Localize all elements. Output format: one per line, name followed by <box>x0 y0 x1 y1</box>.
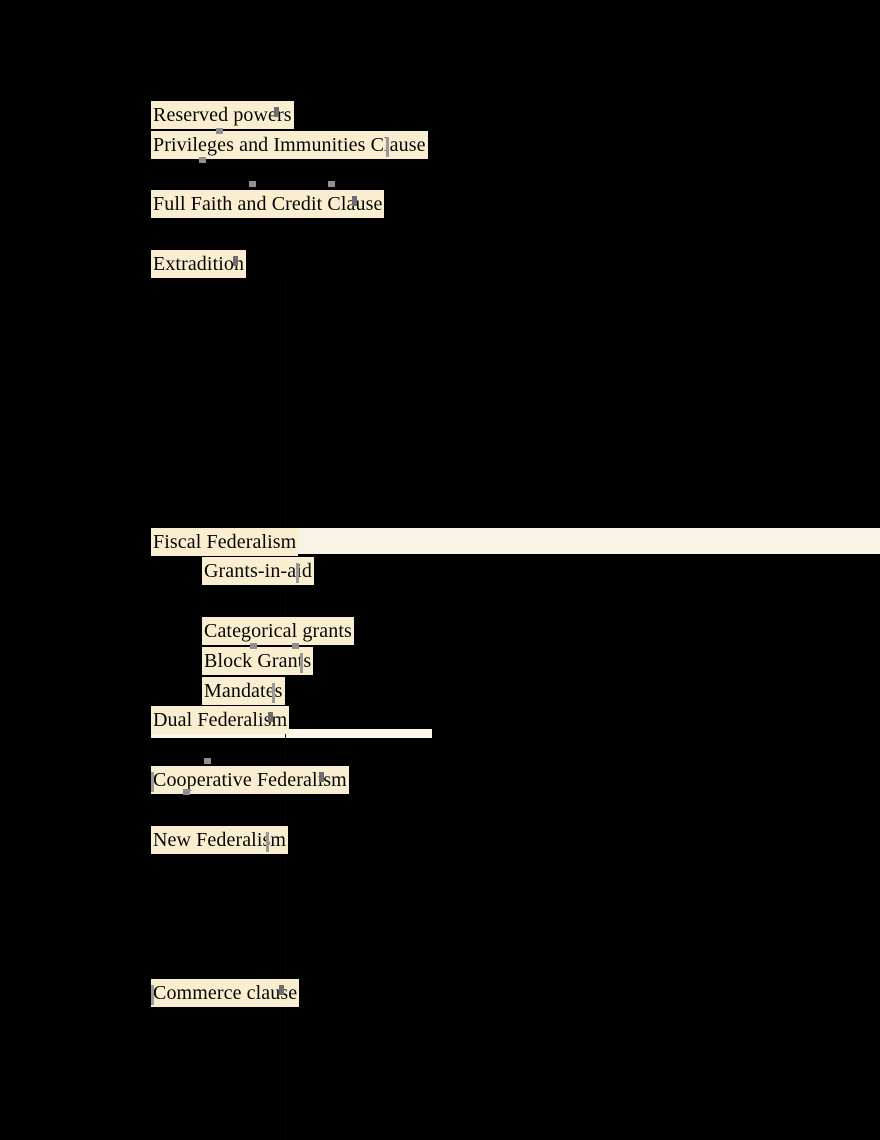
outline-term-mandates[interactable]: Mandates <box>202 677 285 705</box>
outline-term-reserved-powers[interactable]: Reserved powers <box>151 101 294 129</box>
marker-new-federalism-trailing <box>266 832 269 852</box>
outline-term-commerce-clause[interactable]: Commerce clause <box>151 979 300 1007</box>
outline-term-extradition[interactable]: Extradition <box>151 250 247 278</box>
marker-full-faith-above-a <box>249 181 256 187</box>
dual-federalism-underline <box>151 729 432 738</box>
marker-categorical-below-a <box>250 643 257 649</box>
marker-commerce-leading <box>151 985 154 1005</box>
outline-term-block-grants[interactable]: Block Grants <box>202 647 314 675</box>
outline-term-privileges-immunities-clause[interactable]: Privileges and Immunities Clause <box>151 131 428 159</box>
marker-cooperative-trailing <box>319 772 324 782</box>
marker-full-faith-above-b <box>328 181 335 187</box>
outline-term-full-faith-credit-clause[interactable]: Full Faith and Credit Clause <box>151 190 385 218</box>
marker-grants-in-aid-trailing <box>296 563 299 583</box>
outline-term-cooperative-federalism[interactable]: Cooperative Federalism <box>151 766 349 794</box>
marker-mandates-trailing <box>272 683 275 703</box>
marker-dual-federalism-trailing <box>268 712 273 722</box>
outline-term-dual-federalism[interactable]: Dual Federalism <box>151 706 290 734</box>
marker-extradition-trailing <box>233 256 238 266</box>
marker-commerce-trailing <box>279 985 284 995</box>
marker-reserved-powers-below <box>216 128 223 134</box>
marker-cooperative-above <box>204 758 211 764</box>
outline-term-grants-in-aid[interactable]: Grants-in-aid <box>202 557 314 585</box>
outline-term-new-federalism[interactable]: New Federalism <box>151 826 289 854</box>
marker-cooperative-below <box>183 789 190 795</box>
marker-categorical-below-b <box>292 643 299 649</box>
marker-full-faith-trailing <box>352 196 357 206</box>
marker-reserved-powers-trailing <box>274 107 279 117</box>
marker-block-grants-trailing <box>300 653 303 673</box>
outline-term-categorical-grants[interactable]: Categorical grants <box>202 617 354 645</box>
marker-privileges-trailing <box>386 137 389 157</box>
marker-cooperative-leading <box>151 772 154 792</box>
outline-term-fiscal-federalism[interactable]: Fiscal Federalism <box>151 528 299 556</box>
marker-privileges-below <box>199 157 206 163</box>
